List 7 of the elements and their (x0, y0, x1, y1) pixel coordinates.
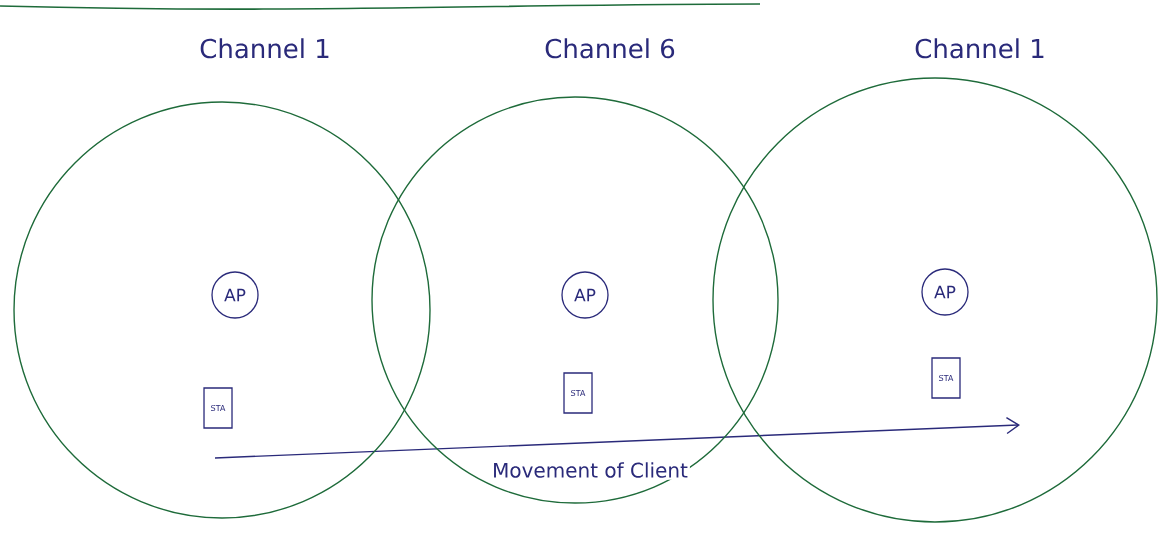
arrow-label: Movement of Client (490, 460, 690, 480)
channel-label: Channel 6 (545, 38, 675, 59)
station-box: STA (931, 357, 961, 399)
channel-label: Channel 1 (915, 38, 1044, 59)
station-box: STA (563, 372, 593, 414)
channel-label: Channel 1 (200, 38, 329, 59)
station-box: STA (203, 387, 233, 429)
